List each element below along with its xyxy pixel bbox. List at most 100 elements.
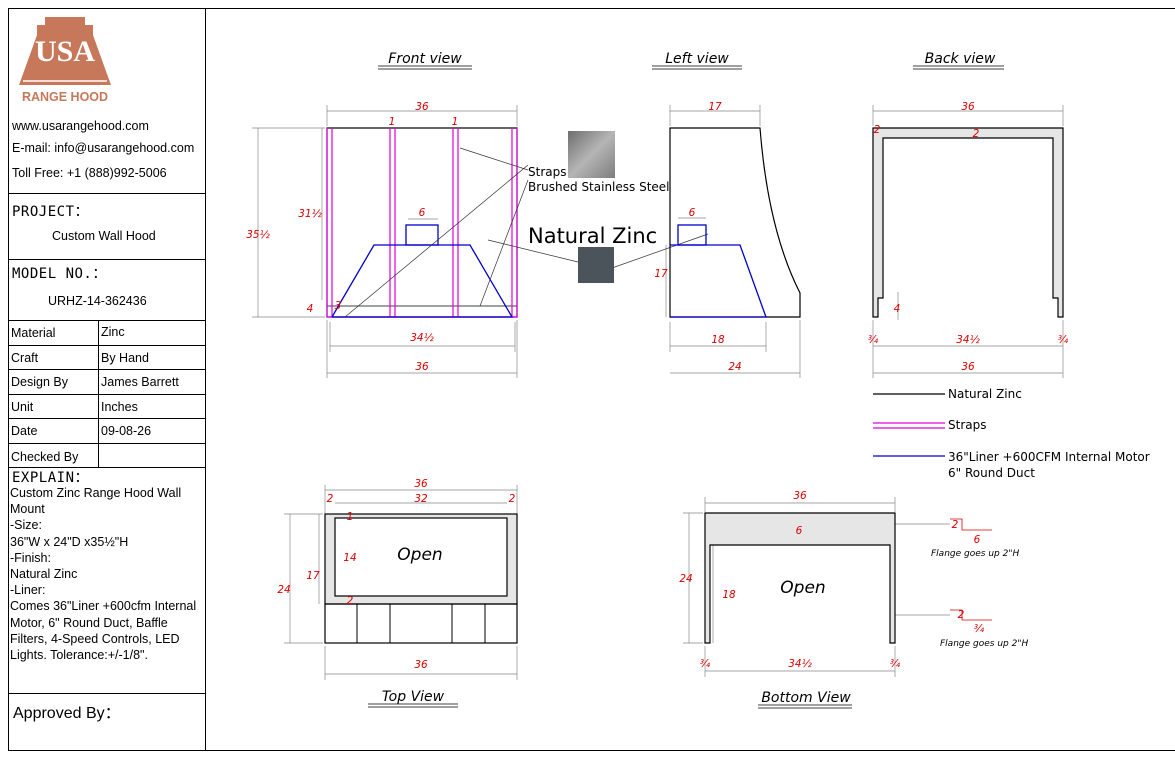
- bottom-view-drawing: [704, 512, 992, 644]
- flange-note-1: Flange goes up 2"H: [931, 549, 1019, 559]
- dim-left-top: 17: [708, 101, 722, 113]
- dim-front-height: 35½: [246, 229, 270, 241]
- dim-top-rim: 1: [347, 511, 354, 523]
- dim-top-opening: 14: [343, 552, 356, 564]
- dim-back-total: 36: [961, 361, 975, 373]
- front-view-title: Front view: [388, 51, 462, 67]
- dim-top-rim-bottom: 2: [347, 595, 354, 607]
- dim-back-flange-l: 2: [874, 124, 881, 136]
- legend-duct: 6" Round Duct: [948, 466, 1035, 480]
- open-labels: Open Open: [397, 545, 825, 598]
- left-view-drawing: [669, 127, 801, 318]
- dim-top-inner: 32: [414, 493, 428, 505]
- front-straps: [326, 128, 518, 318]
- dim-bottom-inner: 18: [722, 589, 736, 601]
- dim-bottom-edge-r: ¾: [890, 658, 901, 670]
- dim-front-total: 36: [415, 361, 429, 373]
- dim-front-liner: 34½: [410, 332, 434, 344]
- legend-straps: Straps: [948, 418, 986, 432]
- dim-back-flange-top: 2: [973, 128, 980, 140]
- straps-callout: Straps: [528, 165, 566, 179]
- dim-back-edge-l: ¾: [868, 334, 879, 346]
- dim-front-bottom: 3: [335, 300, 342, 312]
- back-view-drawing: [872, 127, 1064, 318]
- website-link[interactable]: www.usarangehood.com: [12, 119, 149, 133]
- explain-label: EXPLAIN：: [12, 470, 90, 486]
- dim-top-width: 36: [414, 478, 428, 490]
- approved-label: Approved By：: [13, 705, 121, 722]
- project-value: Custom Wall Hood: [52, 229, 156, 243]
- dim-bottom-inner-width: 34½: [788, 658, 812, 670]
- logo-graphic: USA RANGE HOOD: [19, 17, 111, 104]
- front-view-drawing: [326, 127, 709, 318]
- steel-swatch: [568, 131, 615, 178]
- zinc-swatch: [578, 247, 614, 283]
- left-view-title: Left view: [665, 51, 729, 67]
- spec-value: Inches: [101, 399, 138, 414]
- dim-bottom-band: 6: [796, 525, 803, 537]
- explain-section: [9, 467, 206, 694]
- dim-left-liner-height: 17: [654, 268, 668, 280]
- frame-top: [206, 8, 1175, 9]
- dim-top-total: 36: [414, 659, 428, 671]
- contact-section: [9, 9, 206, 194]
- material-callouts: Straps Brushed Stainless Steel Natural Z…: [528, 165, 1150, 480]
- front-liner: [331, 224, 514, 318]
- dim-back-edge-r: ¾: [1058, 334, 1069, 346]
- dimension-labels: 36 1 1 6 35½ 31½ 4 3 34½ 36 17 6 17 18 2…: [246, 101, 1069, 671]
- spec-row: Checked By: [9, 444, 206, 468]
- spec-label: Craft: [11, 350, 39, 365]
- logo-letters: USA: [35, 35, 95, 68]
- spec-label: Checked By: [11, 449, 79, 464]
- top-view-title: Top View: [382, 689, 445, 705]
- dim-bottom-width: 36: [793, 490, 807, 502]
- dim-back-width: 36: [961, 101, 975, 113]
- dim-left-depth: 24: [728, 361, 741, 373]
- dim-flange-1-length: 6: [974, 534, 981, 546]
- legend-liner: 36"Liner +600CFM Internal Motor: [948, 450, 1150, 464]
- dim-flange-1-height: 2: [952, 519, 959, 531]
- spec-row: Date 09-08-26: [9, 419, 206, 444]
- bottom-view-title: Bottom View: [761, 690, 851, 706]
- model-label: MODEL NO.：: [12, 266, 107, 282]
- frame-bottom: [206, 750, 1175, 751]
- top-open-label: Open: [397, 545, 442, 565]
- zinc-callout: Natural Zinc: [528, 224, 657, 248]
- dim-back-inner: 34½: [956, 334, 980, 346]
- dim-front-duct: 6: [419, 207, 426, 219]
- legend-lines: [873, 393, 945, 457]
- model-value: URHZ-14-362436: [48, 294, 147, 308]
- dim-front-body: 31½: [298, 208, 322, 220]
- dim-top-edge-l: 2: [327, 493, 334, 505]
- spec-label: Date: [11, 424, 38, 438]
- dim-flange-2-height: 2: [958, 609, 965, 621]
- dim-front-band: 4: [307, 303, 314, 315]
- logo-name: RANGE HOOD: [22, 90, 108, 104]
- dim-left-liner: 18: [711, 334, 725, 346]
- project-label: PROJECT：: [12, 204, 90, 220]
- dim-back-return: 4: [894, 303, 901, 315]
- dim-front-width: 36: [415, 101, 429, 113]
- spec-value: James Barrett: [101, 375, 179, 389]
- spec-row: Craft By Hand: [9, 346, 206, 370]
- dim-top-edge-r: 2: [509, 493, 516, 505]
- straps-finish-callout: Brushed Stainless Steel: [528, 180, 670, 194]
- spec-value: By Hand: [101, 350, 149, 365]
- back-view-title: Back view: [925, 51, 996, 67]
- dim-flange-2-return: ¾: [974, 623, 985, 635]
- bottom-open-label: Open: [780, 578, 825, 598]
- spec-value: 09-08-26: [101, 424, 152, 438]
- view-titles: Front view Left view Back view Top View …: [382, 51, 996, 706]
- email-link[interactable]: E-mail: info@usarangehood.com: [12, 141, 195, 155]
- brand-logo: USA RANGE HOOD: [15, 13, 115, 105]
- phone-number: Toll Free: +1 (888)992-5006: [12, 166, 167, 180]
- front-leaders: [344, 147, 709, 318]
- dim-front-strap2: 1: [452, 116, 459, 128]
- flange-note-2: Flange goes up 2"H: [940, 639, 1028, 649]
- dim-front-strap1: 1: [389, 116, 396, 128]
